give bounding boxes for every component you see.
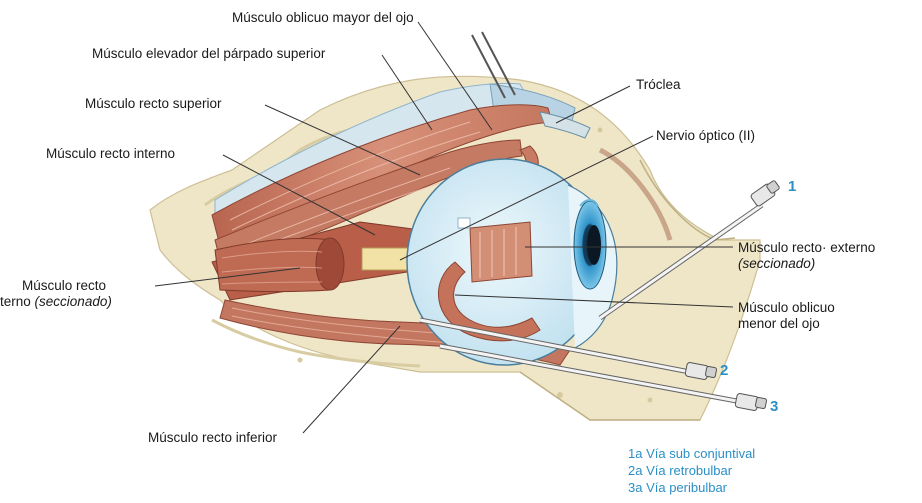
legend: 1a Vía sub conjuntival 2a Vía retrobulba…: [628, 445, 755, 496]
label-oblicuo-menor-line1: Músculo oblicuo: [738, 300, 835, 316]
label-recto-externo-left: Músculo recto ​terno (seccionado): [0, 278, 112, 310]
label-elevador: Músculo elevador del párpado superior: [92, 46, 325, 62]
label-recto-externo-right-line2: (seccionado): [738, 256, 875, 272]
needle-number-1: 1: [788, 178, 796, 195]
label-oblicuo-mayor: Músculo oblicuo mayor del ojo: [232, 10, 414, 26]
needle-number-3: 3: [770, 398, 778, 415]
label-recto-externo-right-line1: Músculo recto· externo: [738, 240, 875, 256]
label-recto-externo-left-line2b: (seccionado): [35, 294, 112, 309]
label-recto-externo-left-line2a: ​terno: [0, 294, 31, 309]
label-nervio-optico: Nervio óptico (II): [656, 128, 755, 144]
needle-number-2: 2: [720, 362, 728, 379]
legend-item-3: 3a Vía peribulbar: [628, 479, 755, 496]
label-oblicuo-menor-line2: menor del ojo: [738, 316, 835, 332]
legend-item-2: 2a Vía retrobulbar: [628, 462, 755, 479]
label-recto-externo-right: Músculo recto· externo (seccionado): [738, 240, 875, 272]
label-recto-superior: Músculo recto superior: [85, 96, 222, 112]
label-recto-inferior: Músculo recto inferior: [148, 430, 277, 446]
label-recto-externo-left-line1: Músculo recto: [0, 278, 112, 294]
label-oblicuo-menor: Músculo oblicuo menor del ojo: [738, 300, 835, 332]
label-troclea: Tróclea: [636, 77, 681, 93]
label-recto-interno: Músculo recto interno: [46, 146, 175, 162]
legend-item-1: 1a Vía sub conjuntival: [628, 445, 755, 462]
